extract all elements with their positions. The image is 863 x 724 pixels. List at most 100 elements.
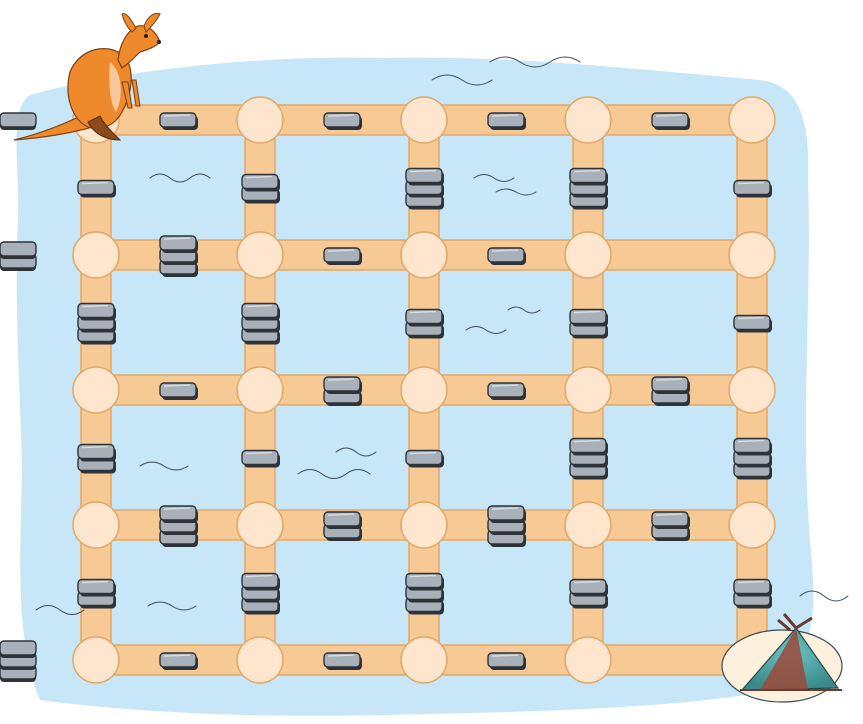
path-node[interactable]	[564, 231, 612, 279]
wave-mark	[149, 173, 211, 183]
stone-highlight	[163, 654, 191, 657]
wave-mark	[35, 605, 85, 615]
path-node[interactable]	[728, 501, 776, 549]
stone-highlight	[81, 580, 109, 584]
path-node[interactable]	[728, 366, 776, 414]
stone-highlight	[491, 654, 519, 657]
stone-stack	[733, 578, 772, 609]
stone-stack	[405, 167, 444, 210]
stone-blocks	[0, 113, 772, 682]
stone-stack	[569, 308, 608, 339]
stone-stack	[651, 112, 690, 130]
stone-stack	[569, 578, 608, 609]
stone-stack	[241, 302, 280, 345]
kangaroo-icon	[13, 13, 161, 141]
wave-mark	[465, 326, 507, 334]
wave-mark	[431, 74, 493, 86]
path-node[interactable]	[72, 366, 120, 414]
stone-highlight	[163, 507, 191, 510]
wave-mark	[147, 601, 197, 611]
stone-stack	[569, 437, 608, 480]
stone-stack	[323, 247, 362, 265]
wave-mark	[495, 188, 537, 196]
stone-highlight	[245, 574, 273, 578]
path-node[interactable]	[400, 366, 448, 414]
stone-highlight	[655, 114, 683, 117]
path-node[interactable]	[564, 636, 612, 684]
wave-mark	[335, 447, 377, 457]
stone-stack	[487, 652, 526, 670]
stone-block	[0, 640, 37, 656]
stone-highlight	[245, 304, 273, 308]
stone-highlight	[327, 378, 355, 381]
stone-highlight	[163, 384, 191, 387]
stone-stack	[0, 112, 37, 130]
stone-highlight	[81, 304, 109, 308]
stone-stack	[159, 235, 198, 277]
stone-stack	[487, 382, 526, 400]
stone-highlight	[327, 654, 355, 657]
stone-highlight	[573, 580, 601, 584]
path-node[interactable]	[728, 96, 776, 144]
stone-stack	[323, 652, 362, 670]
path-node[interactable]	[72, 501, 120, 549]
stone-highlight	[655, 378, 683, 381]
stone-highlight	[491, 507, 519, 510]
stone-highlight	[163, 114, 191, 117]
stone-stack	[241, 449, 280, 468]
stone-block	[0, 241, 37, 257]
path-node[interactable]	[236, 96, 284, 144]
stone-stack	[159, 505, 198, 547]
stone-highlight	[491, 384, 519, 387]
stone-stack	[733, 179, 772, 198]
path-node[interactable]	[72, 636, 120, 684]
stone-highlight	[491, 249, 519, 252]
stone-block	[0, 112, 37, 128]
stone-stack	[323, 511, 362, 541]
stone-highlight	[655, 513, 683, 516]
stone-stack	[159, 382, 198, 400]
stone-stack	[241, 572, 280, 615]
stone-stack	[77, 302, 116, 345]
stone-stack	[77, 578, 116, 609]
path-node[interactable]	[728, 231, 776, 279]
stone-stack	[323, 112, 362, 130]
path-node[interactable]	[400, 96, 448, 144]
stone-highlight	[81, 181, 109, 185]
stone-stack	[733, 314, 772, 333]
stone-highlight	[327, 513, 355, 516]
stone-stack	[487, 247, 526, 265]
path-node[interactable]	[236, 231, 284, 279]
wave-mark	[507, 306, 541, 314]
path-node[interactable]	[72, 231, 120, 279]
stone-stack	[487, 112, 526, 130]
stone-stack	[241, 173, 280, 204]
path-node[interactable]	[236, 636, 284, 684]
wave-mark	[799, 590, 849, 602]
stone-highlight	[327, 114, 355, 117]
stone-stack	[487, 505, 526, 547]
stone-stack	[651, 511, 690, 541]
path-node[interactable]	[400, 501, 448, 549]
stone-highlight	[737, 181, 765, 185]
stone-stack	[651, 376, 690, 406]
wave-mark	[489, 56, 581, 68]
path-node[interactable]	[400, 636, 448, 684]
stone-highlight	[245, 451, 273, 455]
wave-mark	[473, 174, 515, 182]
path-node[interactable]	[236, 366, 284, 414]
stone-highlight	[409, 451, 437, 455]
stone-stack	[159, 652, 198, 670]
stone-highlight	[245, 175, 273, 179]
path-node[interactable]	[564, 501, 612, 549]
path-node[interactable]	[400, 231, 448, 279]
stone-highlight	[737, 580, 765, 584]
path-node[interactable]	[564, 96, 612, 144]
stone-stack	[159, 112, 198, 130]
wave-mark	[139, 461, 189, 471]
path-node[interactable]	[236, 501, 284, 549]
path-node[interactable]	[564, 366, 612, 414]
stone-highlight	[573, 169, 601, 173]
stone-stack	[405, 449, 444, 468]
stone-highlight	[409, 574, 437, 578]
